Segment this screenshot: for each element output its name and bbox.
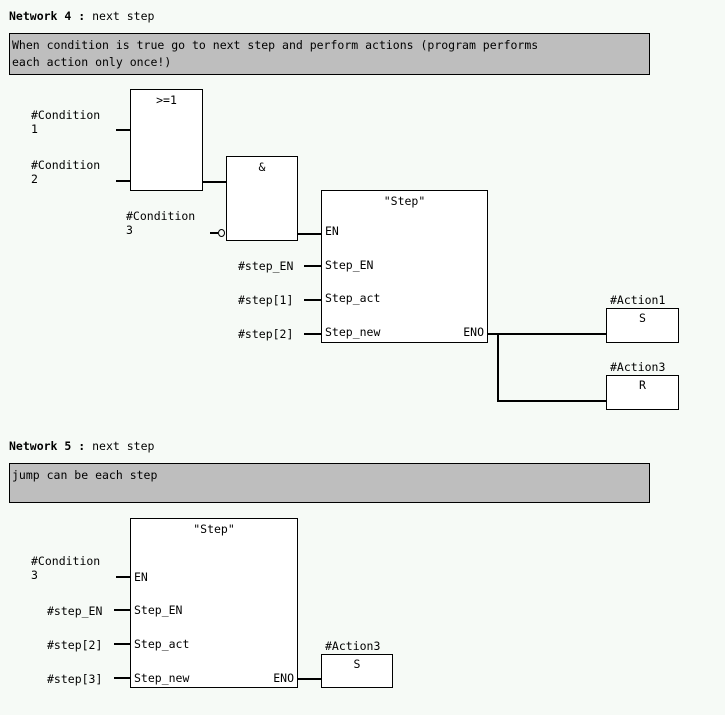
n4-step-en-operand[interactable]: #step_EN <box>238 259 294 273</box>
n4-action1-coil-label: S <box>639 311 646 325</box>
network4-title: Network 4 <box>9 9 72 23</box>
n5-pin-en: EN <box>134 570 148 584</box>
n5-pin-step-en: Step_EN <box>134 603 183 617</box>
network4-subtitle: next step <box>92 9 155 23</box>
n4-condition2-operand[interactable]: #Condition 2 <box>31 158 101 186</box>
n5-action3-coil[interactable]: S <box>321 654 393 688</box>
n5-wire-eno-action3 <box>297 678 322 680</box>
n5-step-en-operand[interactable]: #step_EN <box>47 604 103 618</box>
n4-pin-step-act: Step_act <box>325 291 381 305</box>
n4-step-block[interactable]: "Step" EN Step_EN Step_act Step_new ENO <box>321 190 488 343</box>
n4-pin-en: EN <box>325 224 339 238</box>
n4-wire-branch <box>497 333 499 402</box>
n4-step-new-operand[interactable]: #step[2] <box>238 327 294 341</box>
n4-step-act-operand[interactable]: #step[1] <box>238 293 294 307</box>
network4-colon: : <box>78 9 86 23</box>
n4-wire-cond3 <box>210 232 218 234</box>
n4-pin-eno: ENO <box>463 325 484 339</box>
n5-wire-step-en <box>114 609 131 611</box>
n4-and-box-label: & <box>258 160 266 174</box>
network4-header[interactable]: Network 4 : next step <box>9 9 154 23</box>
n4-or-box[interactable]: >=1 <box>130 89 203 191</box>
n4-action1-coil[interactable]: S <box>606 308 679 343</box>
n4-negation-circle <box>218 229 225 237</box>
n4-wire-action3 <box>497 400 607 402</box>
n5-wire-cond3 <box>116 576 131 578</box>
n4-action3-operand[interactable]: #Action3 <box>610 360 666 374</box>
n4-wire-and-en <box>297 233 322 235</box>
n5-pin-eno: ENO <box>273 671 294 685</box>
n4-condition1-operand[interactable]: #Condition 1 <box>31 108 101 136</box>
n5-action3-operand[interactable]: #Action3 <box>325 639 381 653</box>
n4-action3-coil[interactable]: R <box>606 375 679 410</box>
n4-wire-step-act <box>304 299 322 301</box>
n4-wire-step-new <box>304 333 322 335</box>
n5-step-block-name: "Step" <box>193 522 235 536</box>
n5-action3-coil-label: S <box>353 657 361 671</box>
n4-pin-step-en: Step_EN <box>325 258 374 272</box>
n5-pin-step-act: Step_act <box>134 637 190 651</box>
n4-condition3-operand[interactable]: #Condition 3 <box>126 209 196 237</box>
network5-header[interactable]: Network 5 : next step <box>9 439 154 453</box>
n4-wire-step-en <box>304 265 322 267</box>
n4-or-box-label: >=1 <box>156 93 177 107</box>
n4-step-block-name: "Step" <box>383 194 426 208</box>
n4-wire-cond2 <box>116 180 131 182</box>
n4-action1-operand[interactable]: #Action1 <box>610 293 666 307</box>
n5-pin-step-new: Step_new <box>134 671 190 685</box>
network4-comment[interactable]: When condition is true go to next step a… <box>9 33 650 75</box>
n5-step-act-operand[interactable]: #step[2] <box>47 638 103 652</box>
n4-wire-cond1 <box>116 129 131 131</box>
n5-wire-step-new <box>114 677 131 679</box>
n5-wire-step-act <box>114 643 131 645</box>
n5-step-block[interactable]: "Step" EN Step_EN Step_act Step_new ENO <box>130 518 298 688</box>
network5-comment[interactable]: jump can be each step <box>9 463 650 503</box>
n4-wire-eno-action1 <box>487 333 607 335</box>
network5-colon: : <box>78 439 86 453</box>
n4-action3-coil-label: R <box>639 378 646 392</box>
n5-condition3-operand[interactable]: #Condition 3 <box>31 554 101 582</box>
n4-and-box[interactable]: & <box>226 156 298 241</box>
network5-title: Network 5 <box>9 439 72 453</box>
n4-wire-or-and <box>202 181 227 183</box>
network5-subtitle: next step <box>92 439 155 453</box>
n4-pin-step-new: Step_new <box>325 325 381 339</box>
n5-step-new-operand[interactable]: #step[3] <box>47 672 103 686</box>
